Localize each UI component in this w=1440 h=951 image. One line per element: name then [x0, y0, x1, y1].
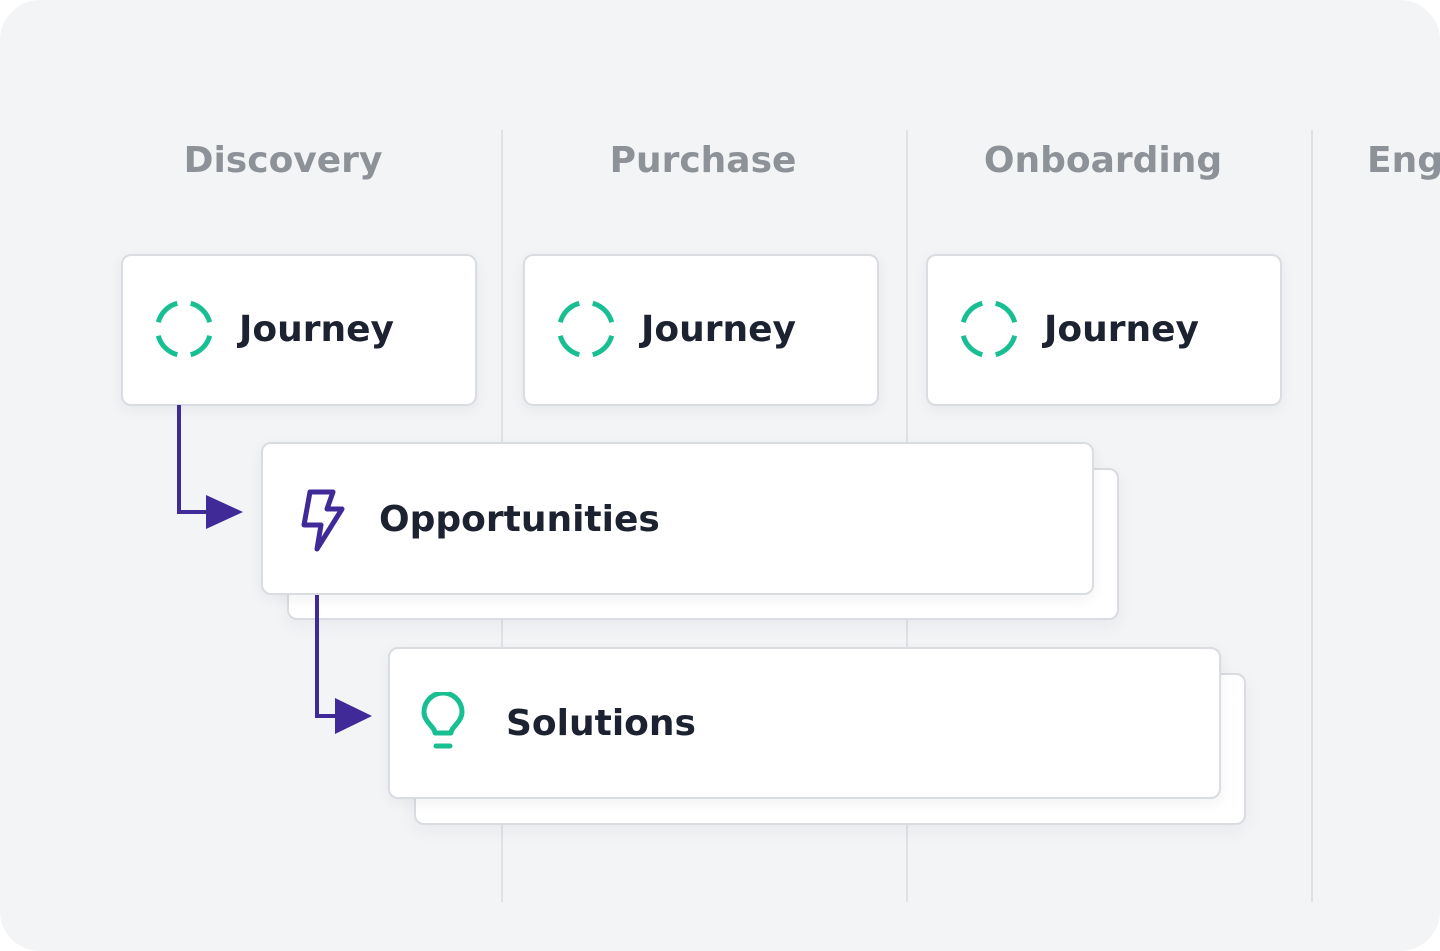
- journey-to-opportunities-arrow: [177, 405, 243, 529]
- stage-header-onboarding: Onboarding: [983, 140, 1223, 181]
- stage-header-engagement: Eng: [1367, 140, 1440, 181]
- progress-ring-icon: [557, 300, 615, 358]
- journey-card-label: Journey: [239, 309, 395, 350]
- journey-card[interactable]: Journey: [926, 254, 1282, 406]
- progress-ring-icon: [155, 300, 213, 358]
- journey-card[interactable]: Journey: [121, 254, 477, 406]
- journey-card[interactable]: Journey: [523, 254, 879, 406]
- opportunities-card-label: Opportunities: [379, 499, 660, 540]
- lightning-bolt-icon: [301, 489, 345, 552]
- solutions-card[interactable]: Solutions: [388, 647, 1221, 799]
- stage-header-purchase: Purchase: [609, 140, 797, 181]
- stage-header-discovery: Discovery: [183, 140, 383, 181]
- journey-card-label: Journey: [641, 309, 797, 350]
- progress-ring-icon: [960, 300, 1018, 358]
- journey-card-label: Journey: [1044, 309, 1200, 350]
- column-divider: [1311, 130, 1313, 902]
- opportunities-card[interactable]: Opportunities: [261, 442, 1094, 595]
- solutions-card-label: Solutions: [506, 703, 696, 744]
- lightbulb-icon: [421, 692, 465, 749]
